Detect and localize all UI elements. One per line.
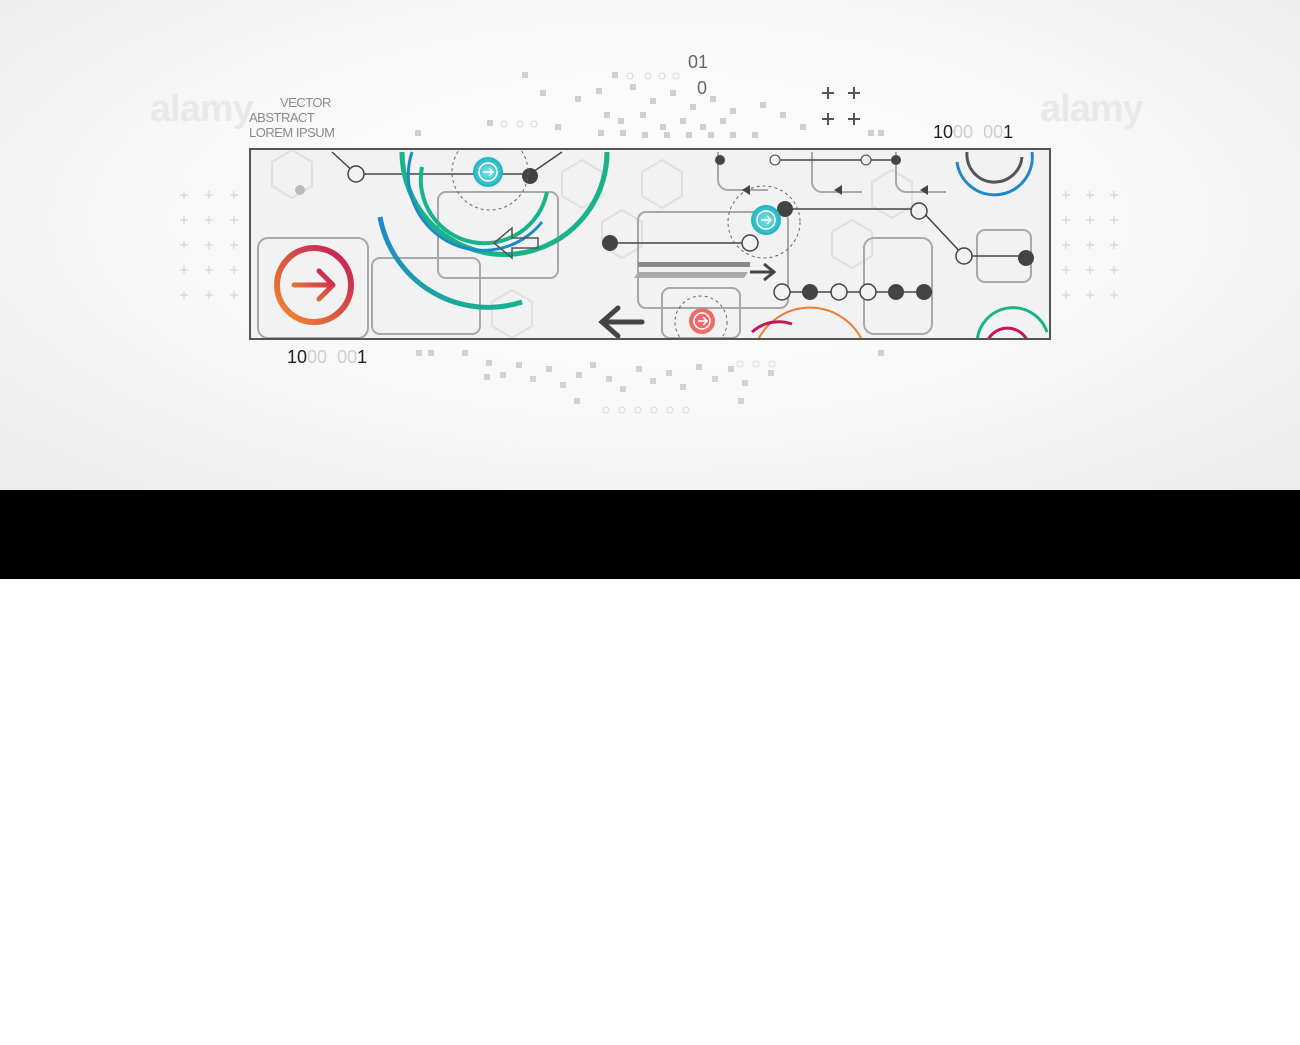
teal-arrow-button-2: [751, 205, 781, 235]
arrow-left-outline-icon: [492, 226, 539, 260]
binary-bottom-faint: 00: [307, 347, 328, 367]
hexagon-pattern: [271, 150, 913, 338]
circuit-nodes: [295, 154, 1034, 301]
image-id: Image ID: 2T1YF6Y: [1114, 1001, 1250, 1018]
binary-bottom: 1000 001: [287, 347, 367, 368]
pixel-circles-bottom: [602, 360, 776, 414]
background-decoration: [180, 72, 1118, 414]
binary-right: 1000 001: [933, 122, 1013, 143]
pixel-squares-top: [415, 72, 884, 138]
artwork-canvas: alamy alamy VECTOR ABSTRACT LOREM IPSUM …: [0, 0, 1300, 490]
watermark-left: alamy: [150, 88, 254, 130]
teal-arrow-button-1: [473, 157, 503, 187]
arrow-right-circle-icon: [274, 245, 354, 325]
binary-right-faint: 00: [953, 122, 974, 142]
binary-top-a: 01: [688, 52, 709, 72]
plus-icon: [822, 87, 860, 125]
pixel-squares-bottom: [416, 350, 884, 404]
panel-graphics: [257, 150, 1049, 338]
plus-grid-right: [1062, 191, 1118, 299]
heading-lorem: LOREM IPSUM: [249, 125, 335, 140]
heading-abstract: ABSTRACT: [249, 110, 315, 125]
binary-bottom-gap: 00: [337, 347, 358, 367]
plus-grid-left: [180, 191, 238, 299]
binary-right-strong: 10: [933, 122, 954, 142]
binary-bottom-strong: 10: [287, 347, 308, 367]
binary-top-b: 0: [697, 78, 708, 98]
site-url: www.alamy.com: [1134, 1025, 1250, 1042]
footer-bar: alamy Image ID: 2T1YF6Y www.alamy.com: [0, 490, 1300, 1044]
circuit-blocks: [257, 152, 1032, 338]
watermark-right: alamy: [1040, 88, 1144, 130]
arrow-right-small-icon: [750, 262, 777, 282]
ring-graphics: [377, 150, 1049, 338]
brand-logo: alamy: [50, 995, 161, 1044]
tech-panel: [249, 148, 1051, 340]
pixel-circles-top: [500, 72, 680, 128]
arrow-left-icon: [598, 305, 645, 338]
heading-vector: VECTOR: [280, 95, 331, 110]
chevron-strip: [634, 262, 750, 278]
small-arrowheads: [742, 185, 928, 195]
binary-right-gap: 00: [983, 122, 1004, 142]
binary-right-end: 1: [1003, 122, 1014, 142]
binary-bottom-end: 1: [357, 347, 368, 367]
pink-arrow-button: [689, 308, 715, 334]
